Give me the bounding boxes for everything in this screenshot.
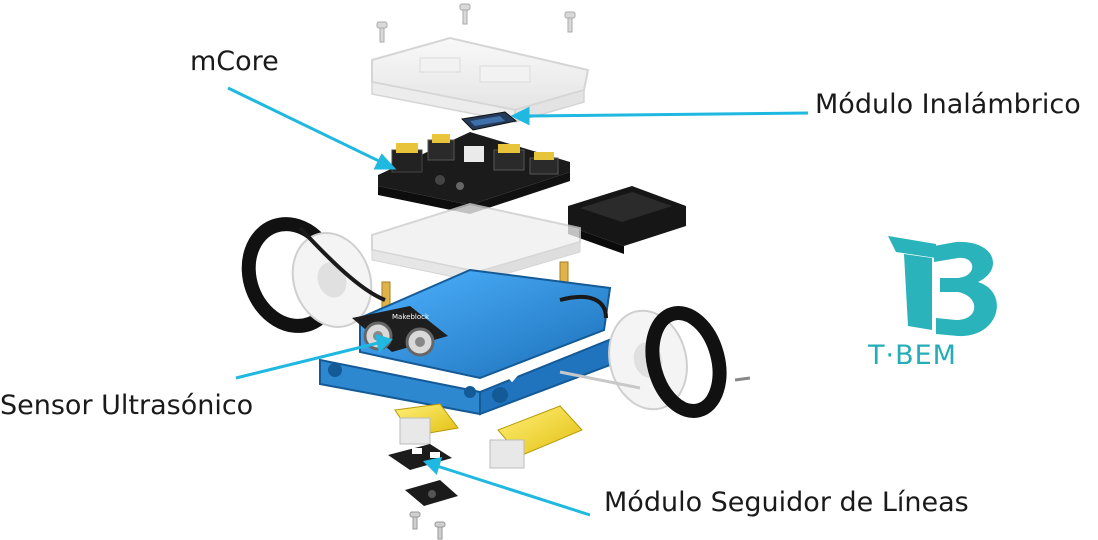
line-follower-part <box>388 444 458 506</box>
axle-screw <box>559 370 751 390</box>
arrowhead-mcore <box>373 153 397 170</box>
tbem-logo-text: T·BEM <box>868 340 957 371</box>
leader-line-ultrasonic <box>235 341 379 380</box>
label-mcore: mCore <box>190 46 279 77</box>
label-ultrasonic-sensor: Sensor Ultrasónico <box>0 390 254 421</box>
label-wireless-module: Módulo Inalámbrico <box>815 89 1081 120</box>
bottom-screws <box>409 511 446 540</box>
top-screws <box>376 3 576 43</box>
arrowhead-wireless <box>510 106 530 126</box>
label-line-follower: Módulo Seguidor de Líneas <box>604 487 969 518</box>
top-cover <box>371 36 590 123</box>
leader-line-wireless <box>527 111 809 118</box>
arrowhead-ultrasonic <box>374 333 393 354</box>
mcore-board <box>378 132 570 214</box>
leader-lines <box>227 86 809 517</box>
cables <box>298 226 608 319</box>
leader-line-line-follower <box>436 464 591 517</box>
arrowhead-line-follower <box>422 456 443 475</box>
battery-holder <box>568 186 686 254</box>
motors <box>394 403 583 469</box>
right-wheel <box>608 305 727 419</box>
pcb-brand-text: Makeblock <box>392 313 430 321</box>
wireless-module-part <box>460 111 518 131</box>
leader-line-mcore <box>227 86 384 165</box>
tbem-logo-mark <box>888 236 997 337</box>
